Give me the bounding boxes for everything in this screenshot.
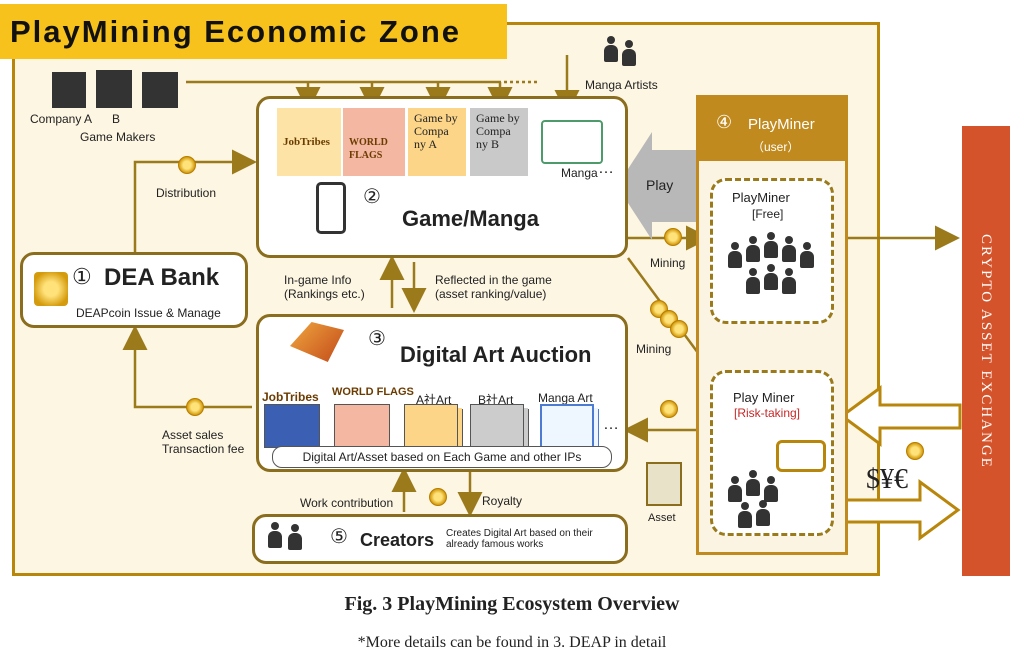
free-playminer-tag: [Free] bbox=[752, 207, 784, 221]
figure-note: *More details can be found in 3. DEAP in… bbox=[357, 634, 667, 651]
auction-banner: Digital Art/Asset based on Each Game and… bbox=[272, 446, 612, 468]
jobtribes-tile: JobTribes bbox=[277, 108, 341, 176]
smartphone-icon bbox=[316, 182, 346, 234]
playminer-header bbox=[696, 95, 848, 161]
asset-sales-label: Asset sales bbox=[162, 428, 224, 442]
free-playminer-title: PlayMiner bbox=[732, 190, 790, 205]
company-b-game-tile: Game by Compa ny B bbox=[470, 108, 528, 176]
deapcoin-icon bbox=[429, 488, 447, 506]
b-art-label: B社Art bbox=[478, 393, 514, 407]
playminer-title: PlayMiner bbox=[748, 116, 815, 133]
manga-artist-icon bbox=[604, 36, 618, 62]
auction-number: ③ bbox=[368, 328, 386, 350]
mining-label: Mining bbox=[650, 256, 686, 270]
user-icon bbox=[746, 236, 760, 262]
mining-label-2: Mining bbox=[636, 342, 672, 356]
reflected-label: Reflected in the game (asset ranking/val… bbox=[435, 273, 552, 301]
creators-title: Creators bbox=[360, 530, 435, 550]
game-manga-title: Game/Manga bbox=[402, 206, 539, 231]
manga-label: Manga bbox=[561, 166, 598, 180]
user-icon bbox=[764, 476, 778, 502]
fiat-currency-symbols: $¥€ bbox=[866, 464, 908, 495]
auction-worldflags-label: WORLD FLAGS bbox=[332, 386, 414, 398]
creator-icon bbox=[288, 524, 302, 550]
manga-book-icon bbox=[541, 120, 603, 164]
game-makers-label: Game Makers bbox=[80, 130, 156, 144]
auction-title: Digital Art Auction bbox=[400, 342, 592, 367]
user-icon bbox=[756, 500, 770, 526]
creators-number: ⑤ bbox=[330, 526, 348, 548]
manga-ellipsis: … bbox=[598, 160, 614, 177]
game-manga-number: ② bbox=[363, 186, 381, 208]
deapcoin-icon bbox=[186, 398, 204, 416]
wallet-icon bbox=[776, 440, 826, 472]
ingame-info-label: In-game Info (Rankings etc.) bbox=[284, 273, 365, 301]
company-a-game-tile: Game by Compa ny A bbox=[408, 108, 466, 176]
manga-art-card bbox=[540, 404, 594, 448]
dea-bank-subtitle: DEAPcoin Issue & Manage bbox=[76, 306, 221, 320]
playminer-user-label: （user） bbox=[752, 140, 800, 154]
user-icon bbox=[728, 242, 742, 268]
user-icon bbox=[746, 470, 760, 496]
playminer-number: ④ bbox=[716, 112, 733, 132]
worldflags-art-card bbox=[334, 404, 390, 448]
creator-icon bbox=[268, 522, 282, 548]
zone-title: PlayMining Economic Zone bbox=[0, 4, 507, 59]
royalty-label: Royalty bbox=[482, 494, 523, 508]
dea-bank-number: ① bbox=[72, 264, 92, 289]
figure-caption: Fig. 3 PlayMining Ecosystem Overview bbox=[344, 593, 680, 615]
worldflags-tile: WORLD FLAGS bbox=[343, 108, 405, 176]
creators-desc: Creates Digital Art based on their alrea… bbox=[446, 528, 593, 550]
deapcoin-icon bbox=[660, 400, 678, 418]
play-label: Play bbox=[646, 177, 674, 193]
deapcoin-logo-icon bbox=[34, 272, 68, 306]
a-art-card bbox=[404, 404, 458, 448]
deapcoin-icon bbox=[670, 320, 688, 338]
risk-playminer-title: Play Miner bbox=[733, 390, 795, 405]
manga-artist-icon bbox=[622, 40, 636, 66]
user-icon bbox=[800, 242, 814, 268]
user-icon bbox=[728, 476, 742, 502]
asset-label: Asset bbox=[648, 512, 676, 524]
asset-card-icon bbox=[646, 462, 682, 506]
company-a-label: Company A bbox=[30, 112, 93, 126]
creators-panel bbox=[252, 514, 628, 564]
risk-playminer-tag: [Risk-taking] bbox=[734, 406, 801, 420]
user-icon bbox=[738, 502, 752, 528]
transaction-fee-label: Transaction fee bbox=[162, 442, 245, 456]
user-icon bbox=[764, 232, 778, 258]
deapcoin-icon bbox=[664, 228, 682, 246]
user-icon bbox=[764, 264, 778, 290]
work-contribution-label: Work contribution bbox=[300, 496, 394, 510]
deapcoin-icon bbox=[178, 156, 196, 174]
crypto-exchange-bar bbox=[962, 126, 1010, 576]
b-art-card bbox=[470, 404, 524, 448]
building-icon bbox=[52, 72, 86, 108]
manga-artists-label: Manga Artists bbox=[585, 78, 658, 92]
manga-art-label: Manga Art bbox=[538, 391, 593, 405]
building-icon bbox=[142, 72, 178, 108]
deapcoin-icon bbox=[906, 442, 924, 460]
crypto-exchange-label: CRYPTO ASSET EXCHANGE bbox=[978, 233, 994, 469]
building-icon bbox=[96, 70, 132, 108]
auction-jobtribes-label: JobTribes bbox=[262, 390, 319, 404]
user-icon bbox=[782, 268, 796, 294]
jobtribes-art-card bbox=[264, 404, 320, 448]
user-icon bbox=[746, 268, 760, 294]
user-icon bbox=[782, 236, 796, 262]
dea-bank-title: DEA Bank bbox=[104, 264, 220, 291]
auction-ellipsis: … bbox=[603, 416, 619, 433]
company-b-label: B bbox=[112, 112, 121, 126]
a-art-label: A社Art bbox=[416, 393, 452, 407]
distribution-label: Distribution bbox=[156, 186, 217, 200]
